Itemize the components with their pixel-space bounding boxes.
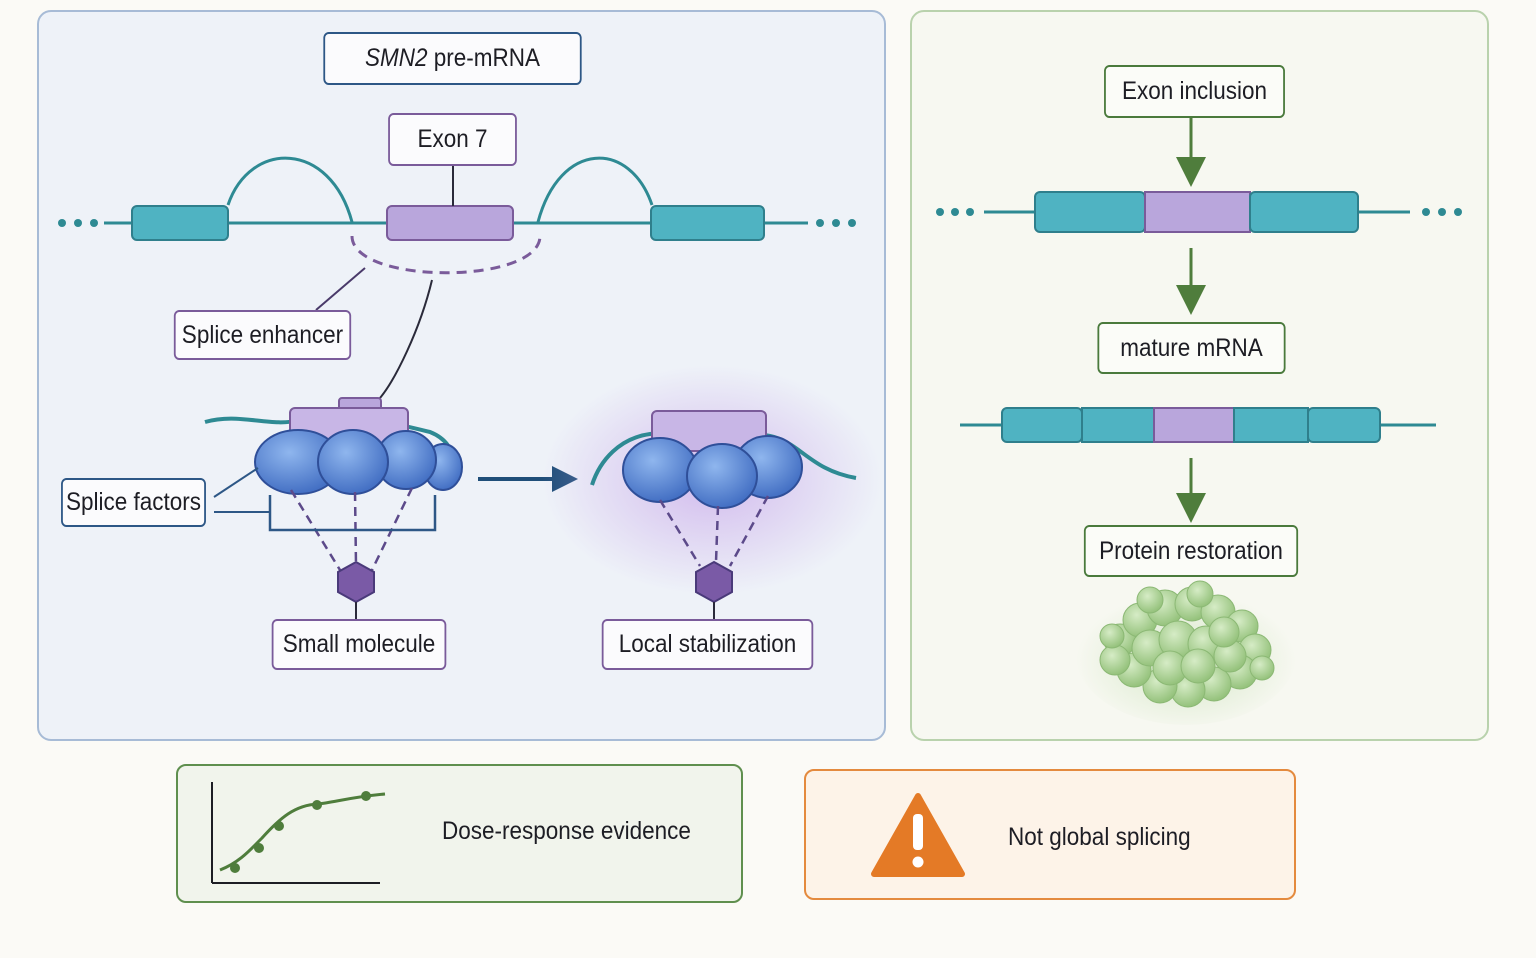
protein-bead (1180, 648, 1216, 684)
protein-bead (1099, 644, 1131, 676)
not-global-splicing-label: Not global splicing (1008, 823, 1191, 851)
splice-enhancer-label: Splice enhancer (173, 310, 352, 360)
exon-8-block (650, 205, 765, 241)
warning-triangle-icon (871, 793, 965, 877)
protein-bead (1249, 655, 1275, 681)
pre-mrna-track (58, 156, 856, 399)
small-molecule-label: Small molecule (271, 619, 447, 670)
protein-bead (1186, 580, 1214, 608)
mature-mrna-label: mature mRNA (1097, 322, 1286, 374)
protein-restoration-label: Protein restoration (1083, 525, 1299, 577)
dose-response-chart-icon (211, 782, 386, 884)
enhancer-bracket (350, 235, 542, 275)
protein-bead (1208, 616, 1240, 648)
exon-6-block (131, 205, 229, 241)
exon-7-label: Exon 7 (388, 113, 517, 166)
warning-panel (804, 769, 1296, 900)
exon-inclusion-label: Exon inclusion (1104, 65, 1285, 118)
protein-bead (1136, 586, 1164, 614)
spliced-mrna-track (936, 118, 1462, 315)
gene-name: SMN2 (364, 44, 428, 72)
title-suffix: pre-mRNA (427, 44, 541, 72)
protein-bead (1099, 623, 1125, 649)
protein-blob-icon (1076, 580, 1296, 725)
local-stabilization-label: Local stabilization (601, 619, 814, 670)
dose-response-label: Dose-response evidence (442, 817, 691, 845)
dose-response-panel (176, 764, 743, 903)
splice-factors-label: Splice factors (61, 478, 206, 527)
exon-7-block (386, 205, 514, 241)
pre-mrna-title: SMN2 pre-mRNA (323, 32, 582, 85)
stabilized-complex (542, 365, 882, 620)
small-molecule-hexagon-icon (337, 560, 375, 620)
mature-mrna-track (960, 407, 1436, 523)
splice-factor-complex (204, 397, 463, 571)
